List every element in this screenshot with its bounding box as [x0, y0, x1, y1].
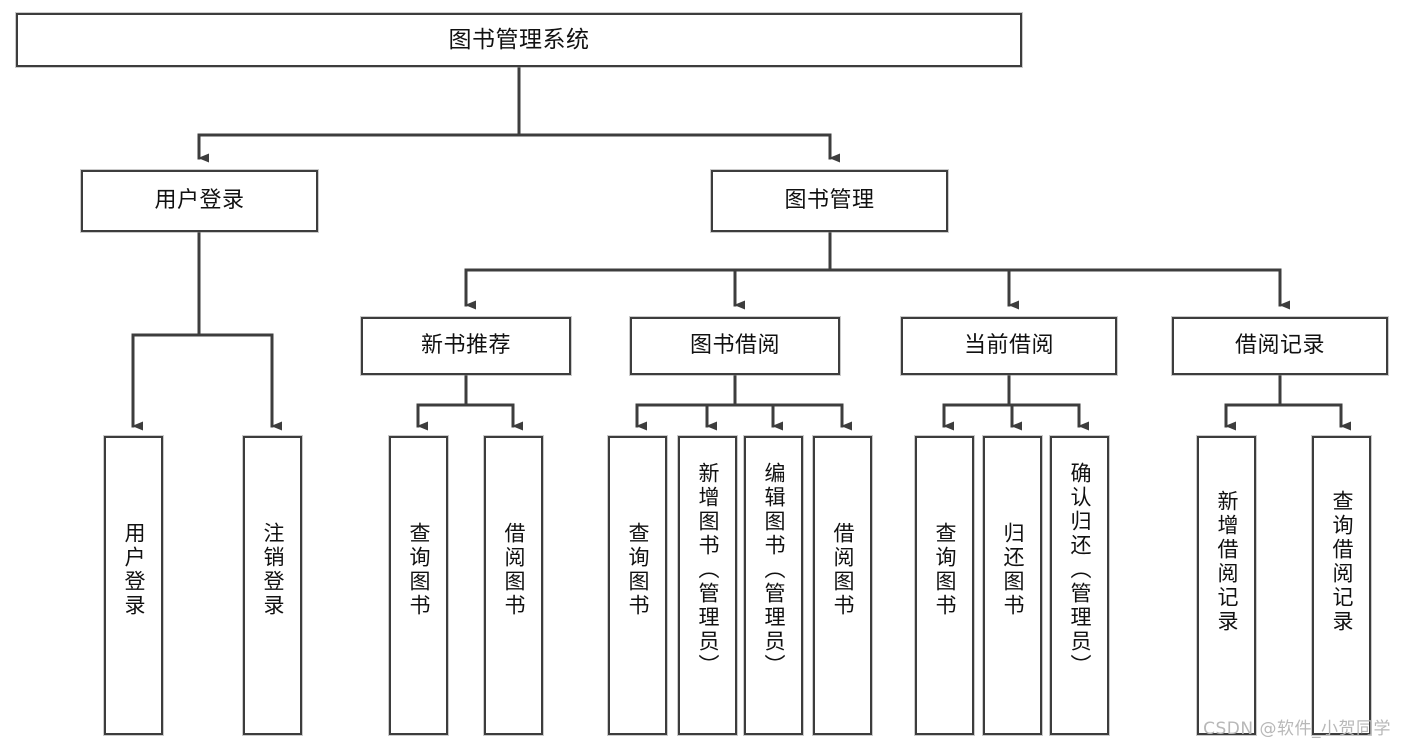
- watermark-label: CSDN @软件_小贺同学: [1203, 719, 1391, 739]
- node-book-management[interactable]: 图书管理: [711, 170, 948, 232]
- node-label: 借阅记录: [1234, 333, 1325, 359]
- leaf-query-book-borrow[interactable]: 查询图书: [608, 436, 667, 735]
- node-book-borrow[interactable]: 图书借阅: [630, 317, 840, 375]
- node-root-system[interactable]: 图书管理系统: [16, 13, 1022, 67]
- node-label: 新书推荐: [420, 333, 511, 359]
- node-label: 注销登录: [261, 522, 285, 618]
- leaf-user-login[interactable]: 用户登录: [104, 436, 163, 735]
- node-borrow-records[interactable]: 借阅记录: [1172, 317, 1388, 375]
- node-label: 新增图书（管理员）: [696, 462, 720, 678]
- node-label: 图书管理: [784, 188, 875, 214]
- leaf-query-book-current[interactable]: 查询图书: [915, 436, 974, 735]
- node-label: 查询图书: [626, 522, 650, 618]
- node-label: 查询借阅记录: [1330, 490, 1354, 634]
- leaf-user-logout[interactable]: 注销登录: [243, 436, 302, 735]
- node-label: 图书借阅: [689, 333, 780, 359]
- node-user-login[interactable]: 用户登录: [81, 170, 318, 232]
- leaf-borrow-book-recommend[interactable]: 借阅图书: [484, 436, 543, 735]
- leaf-edit-book-admin[interactable]: 编辑图书（管理员）: [744, 436, 803, 735]
- node-current-borrow[interactable]: 当前借阅: [901, 317, 1117, 375]
- node-label: 新增借阅记录: [1215, 490, 1239, 634]
- node-label: 用户登录: [154, 188, 245, 214]
- leaf-query-book-recommend[interactable]: 查询图书: [389, 436, 448, 735]
- leaf-query-borrow-record[interactable]: 查询借阅记录: [1312, 436, 1371, 735]
- node-label: 查询图书: [407, 522, 431, 618]
- node-new-book-recommend[interactable]: 新书推荐: [361, 317, 571, 375]
- leaf-borrow-book[interactable]: 借阅图书: [813, 436, 872, 735]
- node-label: 当前借阅: [963, 333, 1054, 359]
- node-label: 查询图书: [933, 522, 957, 618]
- leaf-confirm-return-admin[interactable]: 确认归还（管理员）: [1050, 436, 1109, 735]
- node-label: 归还图书: [1001, 522, 1025, 618]
- node-label: 编辑图书（管理员）: [762, 462, 786, 678]
- node-label: 借阅图书: [502, 522, 526, 618]
- node-label: 图书管理系统: [448, 26, 590, 53]
- leaf-return-book[interactable]: 归还图书: [983, 436, 1042, 735]
- node-label: 用户登录: [122, 522, 146, 618]
- leaf-add-book-admin[interactable]: 新增图书（管理员）: [678, 436, 737, 735]
- node-label: 借阅图书: [831, 522, 855, 618]
- node-label: 确认归还（管理员）: [1068, 462, 1092, 678]
- leaf-add-borrow-record[interactable]: 新增借阅记录: [1197, 436, 1256, 735]
